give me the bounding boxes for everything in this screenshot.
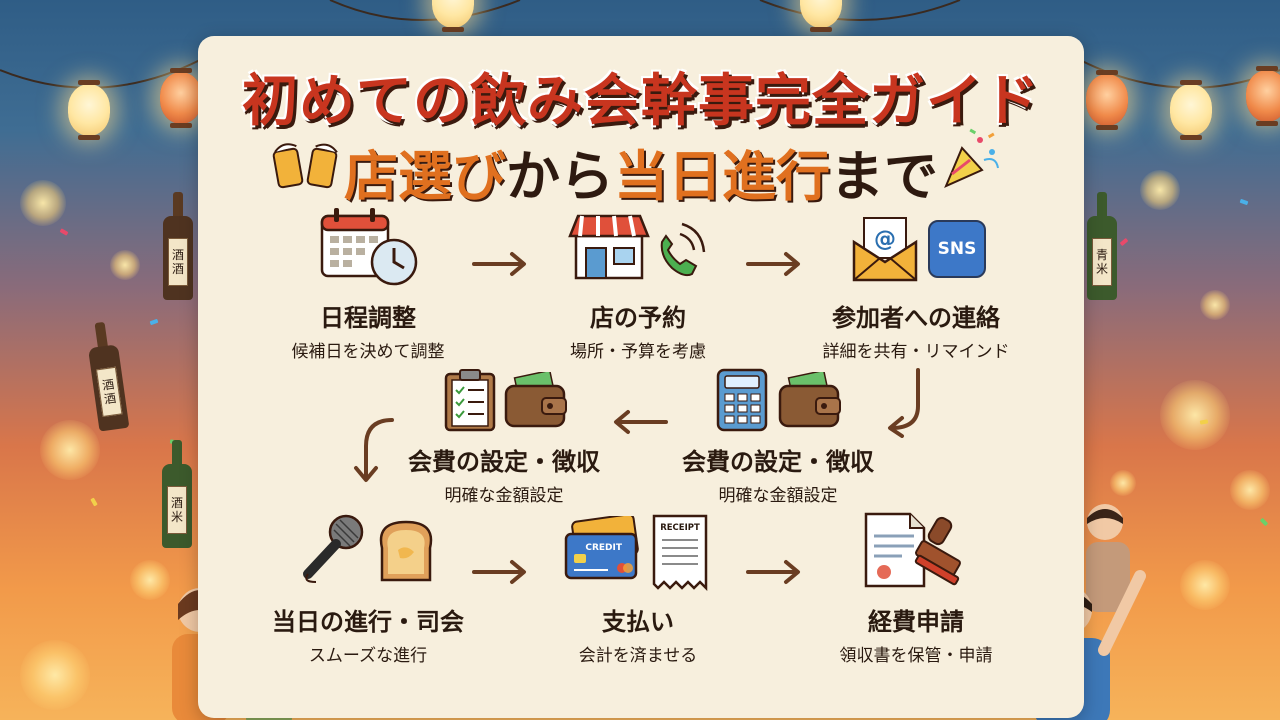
toast-bread-icon bbox=[379, 520, 433, 582]
calculator-icon bbox=[716, 368, 768, 432]
sake-bottle-left-mid: 酒酒 bbox=[85, 320, 130, 432]
guide-panel: 初めての飲み会幹事完全ガイド 店選びから当日進行まで 日程調整 候補日を決めて調… bbox=[198, 36, 1084, 718]
sake-bottle-right-top: 青米 bbox=[1087, 192, 1117, 300]
arrow-curve-down-left-icon bbox=[888, 368, 920, 438]
subtitle: 店選びから当日進行まで bbox=[344, 145, 938, 208]
beer-mugs-icon bbox=[272, 143, 338, 189]
arrow-right-icon bbox=[746, 560, 800, 584]
arrow-right-icon bbox=[746, 252, 800, 276]
sns-icon: SNS bbox=[928, 220, 986, 278]
arrow-right-icon bbox=[472, 560, 526, 584]
step-contact: 参加者への連絡 詳細を共有・リマインド bbox=[822, 304, 1010, 362]
party-popper-icon bbox=[944, 128, 999, 188]
receipt-icon: RECEIPT bbox=[652, 514, 708, 592]
step-reservation: 店の予約 場所・予算を考慮 bbox=[570, 304, 706, 362]
document-stamp-icon bbox=[864, 512, 961, 588]
clipboard-checklist-icon bbox=[444, 369, 496, 432]
svg-text:RECEIPT: RECEIPT bbox=[660, 523, 700, 533]
sake-bottle-left-low: 酒米 bbox=[162, 440, 192, 548]
microphone-icon bbox=[303, 514, 364, 583]
step-hosting: 当日の進行・司会 スムーズな進行 bbox=[272, 608, 464, 666]
svg-text:CREDIT: CREDIT bbox=[585, 543, 623, 553]
arrow-left-icon bbox=[614, 410, 668, 434]
email-icon: @ bbox=[852, 217, 918, 282]
step-fee-right: 会費の設定・徴収 明確な金額設定 bbox=[682, 448, 874, 506]
arrow-down-icon bbox=[354, 418, 394, 482]
step-payment: 支払い 会計を済ませる bbox=[578, 608, 698, 666]
calendar-clock-icon bbox=[320, 208, 418, 286]
step-expense: 経費申請 領収書を保管・申請 bbox=[839, 608, 993, 666]
sake-bottle-left-top: 酒酒 bbox=[163, 192, 193, 300]
step-fee-left: 会費の設定・徴収 明確な金額設定 bbox=[408, 448, 600, 506]
main-title: 初めての飲み会幹事完全ガイド bbox=[242, 69, 1040, 134]
arrow-right-icon bbox=[472, 252, 526, 276]
wallet-icon bbox=[504, 372, 567, 428]
shop-phone-icon bbox=[568, 214, 706, 280]
credit-card-icon: CREDIT bbox=[564, 516, 639, 580]
svg-text:@: @ bbox=[874, 227, 896, 252]
step-schedule: 日程調整 候補日を決めて調整 bbox=[291, 304, 445, 362]
wallet-icon bbox=[778, 372, 841, 428]
